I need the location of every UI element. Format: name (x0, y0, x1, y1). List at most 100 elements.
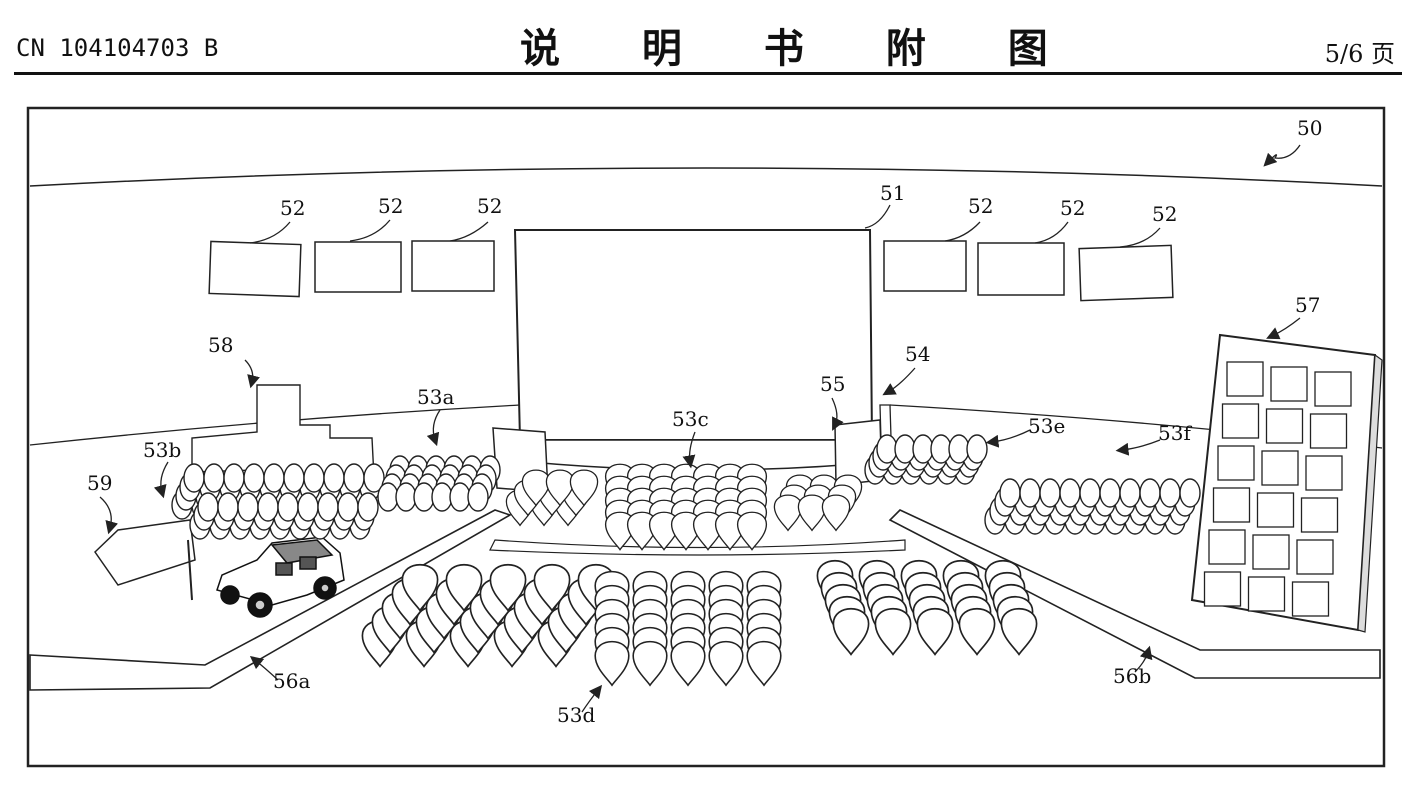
seat (1039, 478, 1061, 508)
seat (912, 434, 934, 464)
seat (263, 463, 285, 493)
seat (876, 434, 898, 464)
seat (594, 640, 630, 686)
seat (337, 492, 359, 522)
seat (1179, 478, 1201, 508)
ceiling-line (29, 167, 1383, 187)
seat (1159, 478, 1181, 508)
label-55: 55 (820, 372, 845, 396)
stage-platform-left (29, 509, 512, 691)
side-screens (208, 240, 1174, 302)
seat (413, 482, 435, 512)
seat (1079, 478, 1101, 508)
seat (1119, 478, 1141, 508)
grid-cell (1296, 539, 1334, 575)
grid-cell (1256, 492, 1295, 528)
grid-cell (1314, 371, 1352, 407)
figure-frame (26, 106, 1386, 768)
seat (317, 492, 339, 522)
grid-cell (1300, 497, 1339, 533)
seat (203, 463, 225, 493)
seat (1099, 478, 1121, 508)
page-title: 说 明 书 附 图 (520, 26, 1082, 72)
label-57: 57 (1295, 293, 1320, 317)
side-screen (314, 241, 402, 293)
side-screen (1078, 244, 1174, 302)
seat (183, 463, 205, 493)
label-52: 52 (968, 194, 993, 218)
seat (1139, 478, 1161, 508)
seat (297, 492, 319, 522)
seat (395, 482, 417, 512)
label-52: 52 (378, 194, 403, 218)
seat (1000, 607, 1038, 656)
label-50: 50 (1297, 116, 1322, 140)
label-53e: 53e (1028, 414, 1065, 438)
label-53f: 53f (1158, 421, 1192, 445)
seat (277, 492, 299, 522)
seat (773, 494, 803, 532)
stage-platform-right (888, 509, 1381, 679)
seat (377, 482, 399, 512)
seat (966, 434, 988, 464)
grid-cell (1252, 534, 1290, 570)
seat (243, 463, 265, 493)
label-53a: 53a (417, 385, 454, 409)
seat (797, 494, 827, 532)
seat (357, 492, 379, 522)
publication-number: CN 104104703 B (16, 34, 219, 62)
label-58: 58 (208, 333, 233, 357)
side-screen (977, 242, 1065, 296)
grid-cell (1265, 408, 1304, 444)
seat (948, 434, 970, 464)
seat (874, 607, 912, 656)
label-52: 52 (477, 194, 502, 218)
sign-object (94, 519, 196, 586)
seat (343, 463, 365, 493)
label-52: 52 (1152, 202, 1177, 226)
label-52: 52 (280, 196, 305, 220)
seat (930, 434, 952, 464)
seat (197, 492, 219, 522)
grid-cell (1226, 361, 1264, 397)
seat (283, 463, 305, 493)
seat (323, 463, 345, 493)
grid-cell (1208, 529, 1246, 565)
vehicle (216, 536, 345, 618)
seat (237, 492, 259, 522)
seat (431, 482, 453, 512)
grid-cell (1305, 455, 1343, 491)
side-screen (883, 240, 967, 292)
seat (303, 463, 325, 493)
label-54: 54 (905, 342, 930, 366)
seat (670, 640, 706, 686)
label-51: 51 (880, 181, 905, 205)
side-screen (411, 240, 495, 292)
grid-cell (1203, 571, 1242, 607)
label-53b: 53b (143, 438, 181, 462)
grid-cell (1221, 403, 1260, 439)
seat (217, 492, 239, 522)
seat (746, 640, 782, 686)
seat (708, 640, 744, 686)
leader-lines (99, 144, 1301, 713)
seat (1059, 478, 1081, 508)
grid-cell (1291, 581, 1330, 617)
seat (223, 463, 245, 493)
label-53d: 53d (557, 703, 595, 727)
grid-cell (1309, 413, 1348, 449)
seat (832, 607, 870, 656)
label-56a: 56a (273, 669, 310, 693)
seat (958, 607, 996, 656)
seat (821, 494, 851, 532)
grid-cell (1261, 450, 1299, 486)
label-53c: 53c (672, 407, 709, 431)
seat (894, 434, 916, 464)
label-56b: 56b (1113, 664, 1151, 688)
grid-cell (1270, 366, 1308, 402)
label-52: 52 (1060, 196, 1085, 220)
grid-display (1190, 333, 1383, 633)
seat (632, 640, 668, 686)
header-rule (14, 72, 1402, 75)
